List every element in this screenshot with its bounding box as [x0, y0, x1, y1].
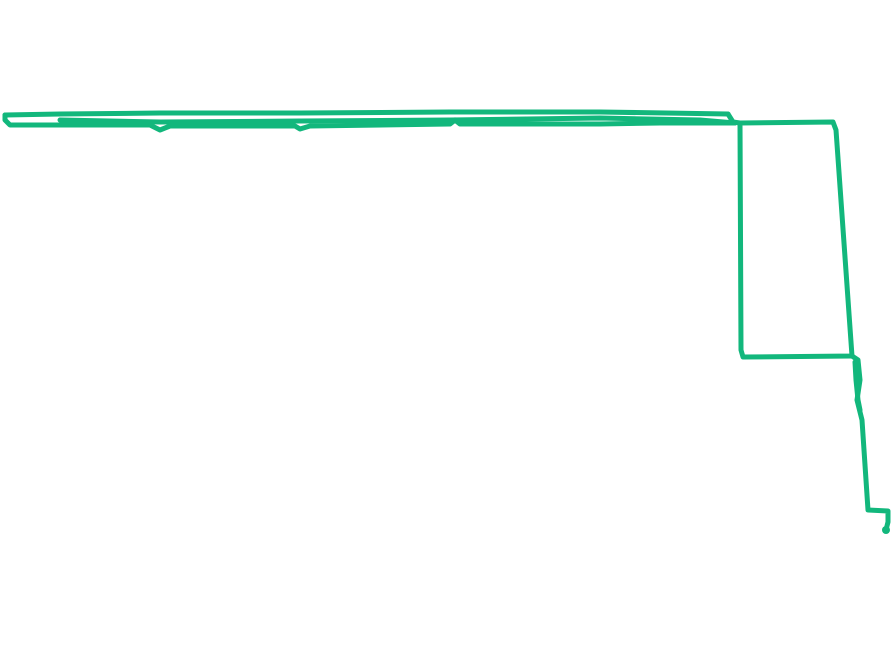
route-segment-southbound	[849, 353, 891, 533]
route-segment-junction-crossover	[57, 115, 738, 126]
route-segment-corridor-upper	[2, 109, 731, 118]
route-segment-southbound-overlap	[852, 359, 863, 413]
route-end-marker	[882, 526, 890, 534]
route-segment-corridor-lower	[2, 112, 738, 133]
